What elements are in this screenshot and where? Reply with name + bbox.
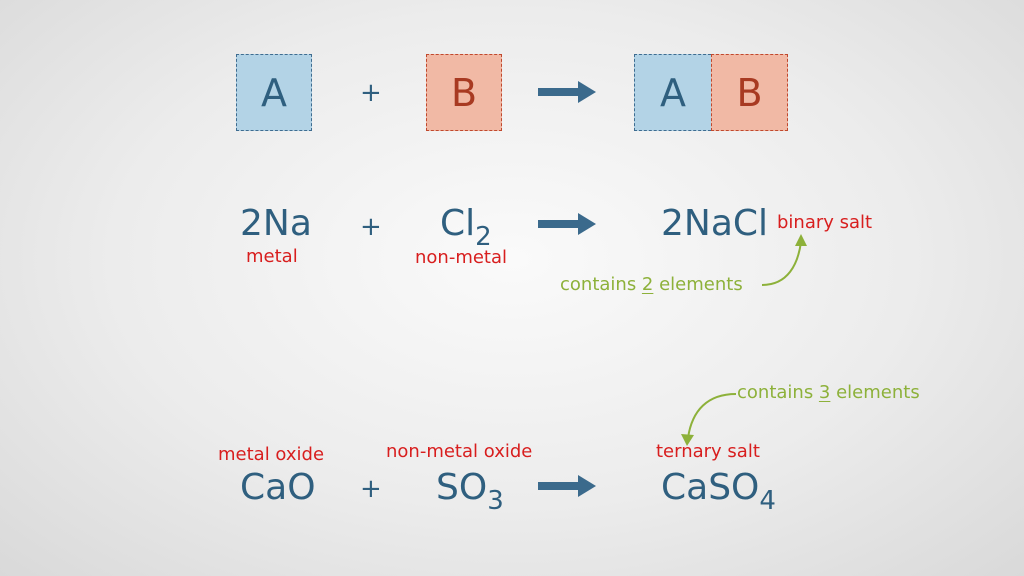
binary-salt-label: binary salt [777,212,873,233]
chlorine-formula: Cl2 [440,203,492,251]
product-b-letter: B [736,70,763,115]
product-a-box: A [634,54,711,131]
chlorine-symbol: Cl [440,203,476,244]
reactant-b-letter: B [450,70,478,115]
sulfur-oxide-symbol: SO [436,467,488,508]
reactant-a-box: A [236,54,312,131]
plus-sign: + [360,78,382,108]
sodium-formula: 2Na [240,203,312,244]
non-metal-label: non-metal [415,247,508,268]
curved-arrow-icon [761,234,807,286]
sulfur-oxide-subscript: 3 [487,486,504,516]
curved-arrow-icon [681,393,737,446]
note-number: 2 [641,274,654,295]
note-suffix: elements [830,382,920,403]
reactant-b-box: B [426,54,502,131]
two-elements-note: contains 2 elements [560,276,743,294]
calcium-sulfate-formula: CaSO4 [661,467,776,515]
product-b-box: B [711,54,788,131]
product-a-letter: A [660,70,686,115]
chlorine-subscript: 2 [475,222,492,252]
plus-sign: + [360,212,382,242]
metal-oxide-label: metal oxide [218,444,325,465]
right-arrow-icon [538,475,596,497]
note-prefix: contains [737,382,819,403]
calcium-oxide-formula: CaO [240,467,316,508]
sodium-chloride-formula: 2NaCl [661,203,769,244]
ternary-salt-label: ternary salt [656,441,760,462]
right-arrow-icon [538,213,596,235]
right-arrow-icon [538,81,596,103]
note-number: 3 [818,382,831,403]
sulfur-trioxide-formula: SO3 [436,467,504,515]
calcium-sulfate-subscript: 4 [759,486,776,516]
plus-sign: + [360,474,382,504]
reactant-a-letter: A [261,70,287,115]
note-prefix: contains [560,274,642,295]
calcium-sulfate-symbol: CaSO [661,467,760,508]
note-suffix: elements [653,274,743,295]
metal-label: metal [246,246,298,267]
non-metal-oxide-label: non-metal oxide [386,441,533,462]
three-elements-note: contains 3 elements [737,384,920,402]
